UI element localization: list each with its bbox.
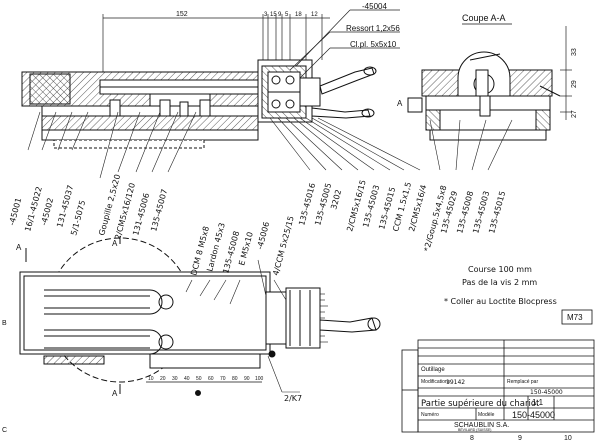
title-block [401,339,595,433]
dimension-15: 15 [270,12,277,18]
company-location: BÉVILARD (SUISSE) [458,427,491,432]
section-mark-a: A [112,239,118,248]
border-number: 8 [470,435,474,442]
title-modif-label: Modifications [421,379,451,385]
drawing-title: Partie supérieure du chariot [421,398,540,409]
callout-ressort: Ressort 1,2x56 [346,24,400,33]
lower-top-view [19,236,381,396]
callout-leaders-top [289,9,400,79]
note-pas: Pas de la vis 2 mm [462,278,537,287]
callout-clpl: Cl.pl. 5x5x10 [350,40,397,49]
side-marker-c: C [2,427,7,434]
dimension-18: 18 [295,12,302,18]
dimension-3: 3 [264,12,268,18]
section-aa-view [407,51,561,141]
section-dimensions [560,26,572,120]
dimension-9: 9 [278,12,282,18]
dimension-152: 152 [176,11,188,18]
scale-tick-label: 100 [255,376,264,382]
leader-lines-lower [185,259,300,393]
m73-label: M73 [567,313,583,322]
dimension-33: 33 [571,48,578,56]
dimension-5: 5 [285,12,289,18]
part-label: 135-45015 [487,190,507,234]
scale-bar: 10 20 30 40 50 60 70 80 90 100 [146,376,264,383]
section-title: Coupe A-A [462,13,506,23]
scale-tick-label: 90 [244,376,250,382]
dimension-lines-top [102,14,330,72]
dimension-27: 27 [571,110,578,118]
scale-tick-label: 50 [196,376,202,382]
border-number: 10 [564,435,572,442]
m73-box [561,309,593,325]
scale-tick-label: 20 [160,376,166,382]
scale-tick-label: 60 [208,376,214,382]
title-outillage: Outillage [421,367,445,373]
part-label-2k7: 2/K7 [284,394,302,403]
title-numero-label: Numéro [421,412,439,418]
part-label: 135-45007 [149,188,169,232]
title-remplace-label: Remplacé par [507,379,538,385]
part-label: -45002 [39,197,55,227]
section-mark-a: A [16,243,22,252]
note-course: Course 100 mm [468,265,532,274]
part-label: -45001 [7,197,23,227]
title-modele-label: Modèle [478,412,495,418]
upper-side-view [21,59,377,149]
scale-tick-label: 30 [172,376,178,382]
callout-45004: -45004 [362,2,387,11]
part-label: 5/1-5075 [69,199,87,236]
section-mark-a: A [397,99,403,108]
dimension-12: 12 [311,12,318,18]
part-label: -45006 [255,221,271,251]
side-marker-b: B [2,320,7,327]
leader-lines-upper [27,111,513,179]
part-label: 131-45006 [131,192,151,236]
title-remplace-value: 150-45000 [530,389,563,396]
drawing-number: 150-45000 [512,410,555,420]
part-label: 3202 [329,189,343,211]
title-scale-value: 1:1 [532,398,544,407]
asterisk-marker: * [424,246,428,256]
scale-tick-label: 80 [232,376,238,382]
dimension-29: 29 [571,80,578,88]
company-name: SCHAUBLIN S.A. [454,422,509,429]
section-mark-a: A [112,389,118,398]
part-label: 135-45008 [221,230,241,274]
scale-tick-label: 10 [148,376,154,382]
scale-tick-label: 70 [220,376,226,382]
title-modif-value: 19142 [446,379,465,386]
scale-tick-label: 40 [184,376,190,382]
part-label: 4/CCM 5x25/15 [271,215,296,277]
note-colle: * Coller au Loctite Blocpress [444,297,557,306]
border-number: 9 [518,435,522,442]
